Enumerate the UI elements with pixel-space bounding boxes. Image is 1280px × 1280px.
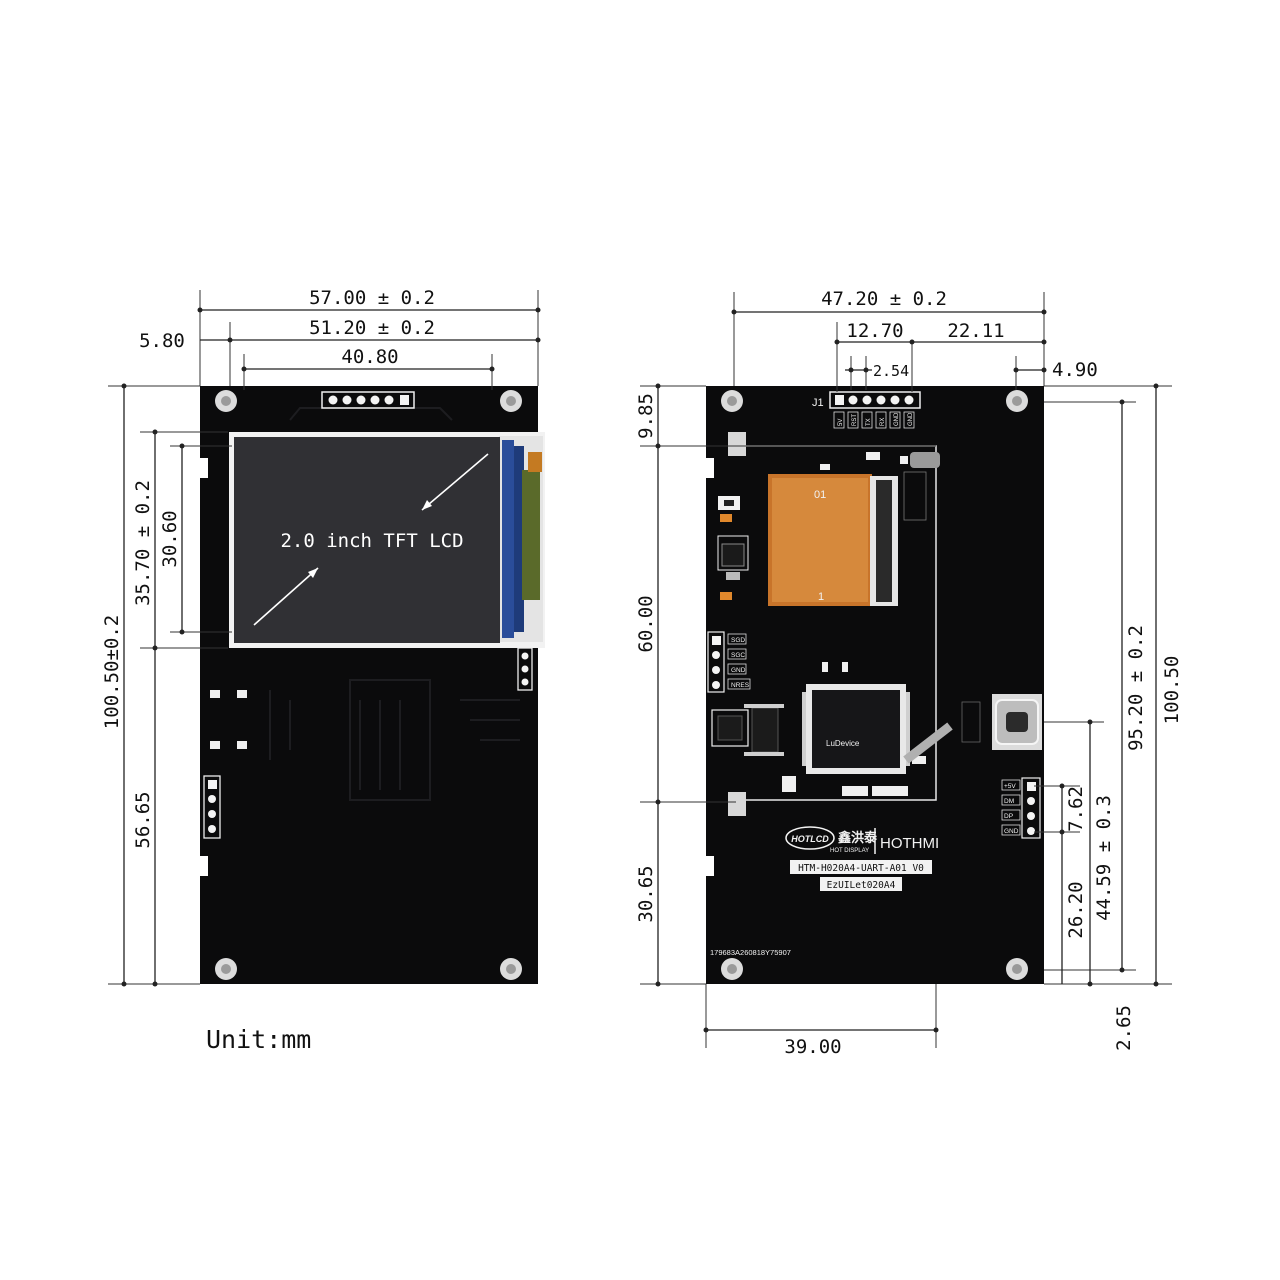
board-plate: [820, 877, 902, 891]
model-text: HTM-H020A4-UART-A01 V0: [798, 863, 924, 874]
pin-label: GND: [894, 412, 900, 426]
dim-back-width: 47.20 ± 0.2: [821, 288, 947, 310]
diagonal-arrow-upper: [421, 453, 489, 511]
dim-lcd-height: 35.70 ± 0.2: [132, 480, 154, 606]
back-board: J1 5V RST TX RX GND GND 01 1: [706, 386, 1044, 984]
dim-inner-height: 95.20 ± 0.2: [1125, 625, 1147, 751]
side-label: GND: [731, 667, 746, 674]
usb-label: GND: [1004, 828, 1019, 835]
pin-label: 5V: [838, 419, 844, 426]
model-plate: [790, 860, 932, 874]
mount-hole: [721, 958, 743, 980]
cable: [903, 722, 953, 764]
mount-hole: [500, 958, 522, 980]
lcd-label: 2.0 inch TFT LCD: [280, 530, 463, 552]
side-label: NRES: [731, 682, 750, 689]
usb-label: +5V: [1004, 783, 1016, 790]
dim-top-offset: 9.85: [635, 393, 657, 439]
mount-hole: [500, 390, 522, 412]
dim-left-offset: 5.80: [139, 330, 185, 352]
dim-bottom-width: 39.00: [784, 1036, 841, 1058]
dim-total-width: 57.00 ± 0.2: [309, 287, 435, 309]
mcu-chip: LuDevice: [802, 684, 910, 774]
mount-hole: [1006, 958, 1028, 980]
component: [910, 452, 940, 468]
svg-text:1: 1: [818, 591, 824, 603]
small-ic: [711, 704, 784, 756]
connector-label: J1: [812, 397, 824, 409]
pad: [728, 792, 746, 816]
fpc-ribbon: 01 1: [768, 474, 898, 606]
brand-name: HOTHMI: [880, 835, 939, 852]
dim-header-offset: 12.70: [846, 320, 903, 342]
mount-hole: [1006, 390, 1028, 412]
dim-pin-span: 40.80: [341, 346, 398, 368]
back-dimensions: 47.20 ± 0.2 12.70 22.11 2.54 4.90 9.85 6…: [635, 288, 1183, 1058]
lcd-module: [229, 432, 545, 648]
dim-bottom-height: 30.65: [635, 865, 657, 922]
brand-block: HOTLCD 鑫洪泰 HOT DISPLAY HOTHMI: [785, 826, 939, 854]
dim-mid-height: 60.00: [635, 595, 657, 652]
usb-label: DM: [1004, 798, 1014, 805]
serial-number: 179683A260818Y75907: [710, 948, 791, 957]
dim-back-height: 100.50: [1161, 656, 1183, 725]
front-dimensions: 57.00 ± 0.2 51.20 ± 0.2 5.80 40.80 100.5…: [101, 287, 541, 987]
pad: [728, 432, 746, 456]
smd-capacitor: [720, 592, 732, 600]
usb-label: DP: [1004, 813, 1013, 820]
mount-hole: [721, 390, 743, 412]
dim-usb-height: 44.59 ± 0.3: [1093, 795, 1115, 921]
dim-header-right: 22.11: [947, 320, 1004, 342]
smd-capacitor: [720, 514, 732, 522]
mount-hole: [215, 390, 237, 412]
pin-label: GND: [908, 412, 914, 426]
dim-lower-height: 56.65: [132, 791, 154, 848]
pin-label: TX: [866, 418, 872, 426]
dim-right-margin: 4.90: [1052, 359, 1098, 381]
side-header: SGD SGC GND NRES: [707, 631, 751, 693]
dim-pad-height: 26.20: [1065, 881, 1087, 938]
side-label: SGD: [731, 637, 745, 644]
svg-text:01: 01: [814, 489, 826, 501]
dim-active-height: 30.60: [159, 510, 181, 567]
solder-pads: [210, 690, 247, 749]
dim-pad-pitch: 7.62: [1065, 786, 1087, 832]
pin-label: RST: [852, 414, 858, 426]
dim-total-height: 100.50±0.2: [101, 615, 123, 729]
unit-label: Unit:mm: [206, 1025, 311, 1054]
side-label: SGC: [731, 652, 745, 659]
lcd-screen: [234, 437, 500, 643]
dim-bottom-margin: 2.65: [1113, 1005, 1135, 1051]
brand-cn: 鑫洪泰: [837, 830, 878, 845]
usb-pads: +5V DM DP GND: [1001, 777, 1041, 839]
top-header: [321, 391, 415, 409]
j1-pin-labels: 5V RST TX RX GND GND: [833, 411, 915, 429]
dim-pin-pitch: 2.54: [873, 362, 909, 380]
usb-c-port: [992, 694, 1042, 750]
front-board: 2.0 inch TFT LCD: [200, 386, 545, 984]
board-name: EzUILet020A4: [827, 880, 896, 891]
right-header: [517, 647, 533, 691]
j1-header: [829, 391, 921, 409]
pin-label: RX: [880, 418, 886, 426]
svg-text:LuDevice: LuDevice: [826, 739, 860, 748]
diagonal-arrow-lower: [253, 567, 319, 626]
brand-sub: HOT DISPLAY: [830, 848, 869, 854]
brand-logo: HOTLCD: [791, 834, 829, 844]
left-header: [203, 775, 221, 839]
mount-hole: [215, 958, 237, 980]
dim-inner-width: 51.20 ± 0.2: [309, 317, 435, 339]
